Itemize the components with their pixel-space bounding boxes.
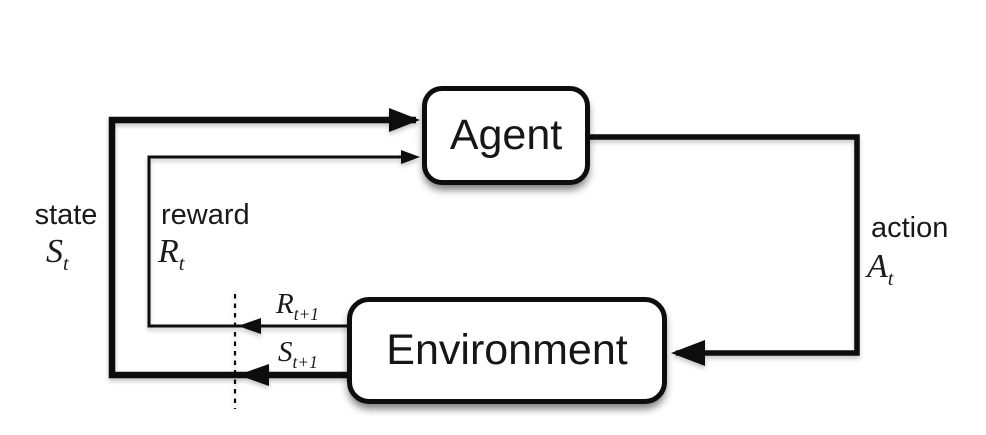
state-word-label: state — [34, 199, 98, 231]
reward-arrowhead-boundary-icon — [238, 318, 261, 334]
agent-box: Agent — [422, 86, 590, 185]
state-arrowhead-agent-icon — [389, 108, 420, 132]
action-arrow-line — [590, 134, 860, 356]
agent-label: Agent — [449, 111, 563, 159]
reward-arrowhead-agent-icon — [401, 150, 420, 164]
state-arrow-line — [108, 116, 416, 379]
action-word-label: action — [871, 212, 949, 244]
action-symbol: At — [867, 248, 894, 290]
reward-symbol: Rt — [158, 233, 185, 275]
action-arrowhead-icon — [671, 340, 705, 366]
environment-box: Environment — [347, 297, 667, 404]
reward-word-label: reward — [161, 199, 250, 231]
next-state-symbol: St+1 — [278, 336, 318, 372]
state-symbol: St — [46, 233, 69, 275]
state-arrowhead-boundary-icon — [238, 364, 269, 386]
next-reward-symbol: Rt+1 — [276, 288, 319, 324]
environment-label: Environment — [386, 326, 628, 374]
